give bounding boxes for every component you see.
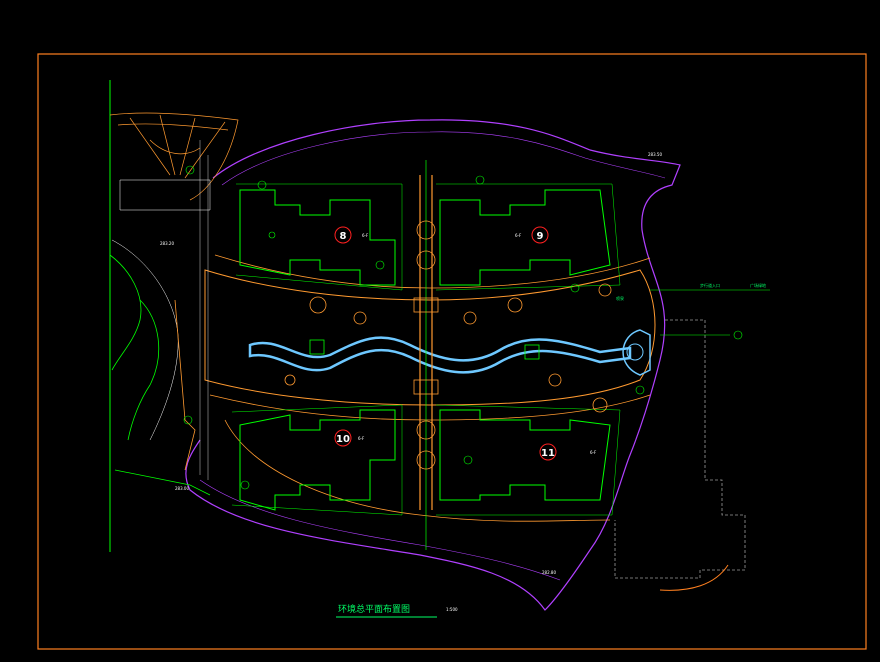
building-number: 10 bbox=[336, 434, 350, 445]
elevation-label: 283.00 bbox=[175, 486, 189, 491]
entrance-annotation bbox=[650, 289, 770, 340]
building-type: 6-F bbox=[515, 233, 522, 238]
building-marker-9: 9 6-F bbox=[515, 226, 549, 244]
building-block-9 bbox=[435, 183, 621, 291]
fountain bbox=[622, 329, 651, 376]
drawing-frame bbox=[37, 53, 867, 650]
water-channel bbox=[248, 336, 632, 374]
road-ring-outer bbox=[214, 254, 651, 289]
leader-markers bbox=[183, 165, 645, 490]
entrance-note: 广场绿地 bbox=[750, 282, 766, 288]
building-block-11 bbox=[435, 404, 621, 516]
drawing-scale: 1:500 bbox=[446, 607, 458, 612]
drawing-title: 环境总平面布置图 bbox=[338, 603, 410, 615]
elevation-label: 283.50 bbox=[648, 152, 662, 157]
building-marker-11: 11 6-F bbox=[539, 443, 597, 461]
rotunda-plaza bbox=[109, 112, 239, 211]
adjacent-building-outline bbox=[614, 319, 746, 579]
site-boundary-lower bbox=[199, 479, 561, 581]
landscape-nodes bbox=[284, 283, 612, 413]
building-number: 9 bbox=[537, 231, 544, 242]
site-boundary bbox=[185, 119, 681, 611]
road-ring-lower bbox=[209, 394, 651, 421]
site-boundary-inner bbox=[221, 131, 666, 186]
building-type: 6-F bbox=[362, 233, 369, 238]
fountain-label: 喷泉 bbox=[616, 295, 624, 301]
building-type: 6-F bbox=[358, 436, 365, 441]
road-ring bbox=[204, 269, 656, 406]
elevation-label: 282.80 bbox=[542, 570, 556, 575]
elevation-label: 283.20 bbox=[160, 241, 174, 246]
building-marker-8: 8 6-F bbox=[334, 226, 369, 244]
building-marker-10: 10 6-F bbox=[334, 429, 365, 447]
building-type: 6-F bbox=[590, 450, 597, 455]
building-number: 11 bbox=[541, 448, 555, 459]
building-block-8 bbox=[235, 183, 403, 291]
building-block-10 bbox=[231, 404, 403, 516]
road-outer-orange bbox=[224, 419, 611, 522]
building-number: 8 bbox=[340, 231, 347, 242]
left-landscape-area bbox=[109, 140, 211, 496]
central-axis bbox=[413, 160, 439, 550]
adjacent-arc bbox=[659, 564, 729, 591]
entrance-label: 步行道入口 bbox=[700, 282, 720, 288]
